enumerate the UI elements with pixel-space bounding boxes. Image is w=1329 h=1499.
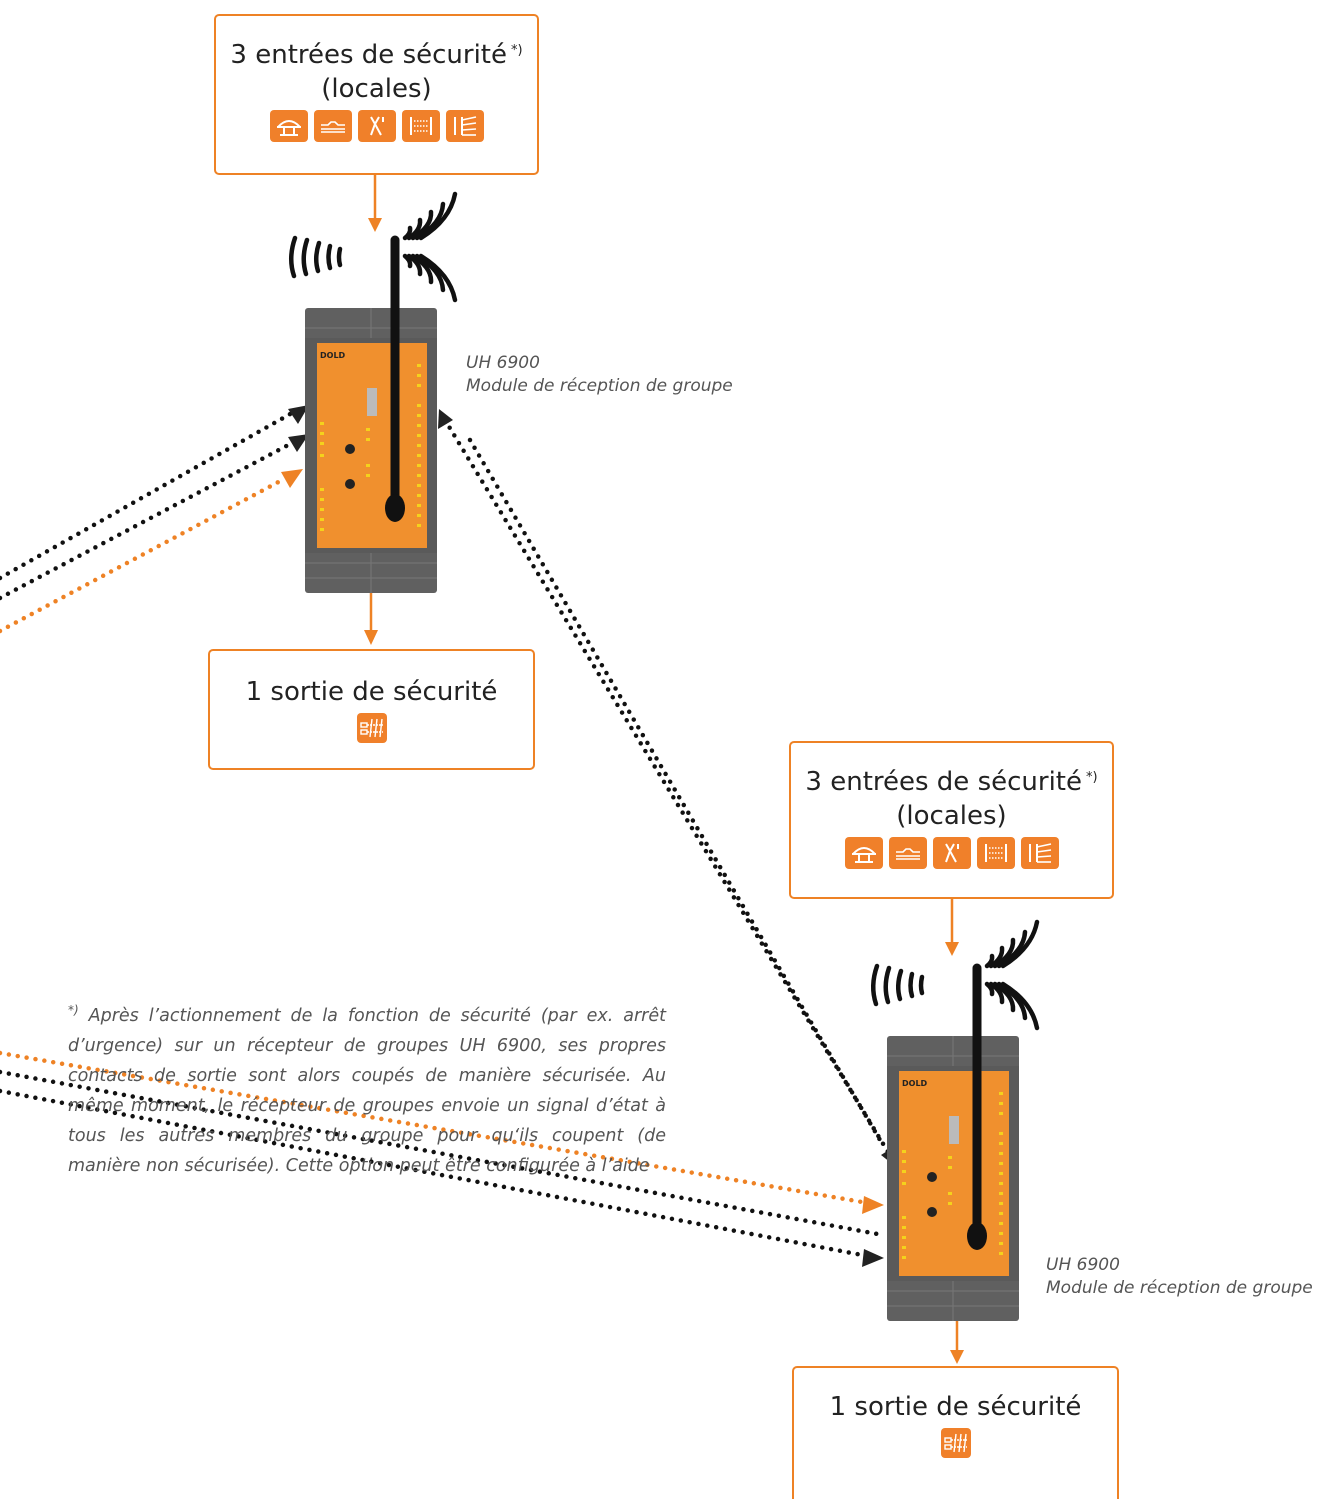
inputs-subtitle: (locales) — [321, 74, 432, 104]
footnote-marker: *) — [68, 1003, 79, 1017]
link-left-bottom-1 — [0, 1069, 886, 1238]
light-grid-icon — [445, 110, 484, 142]
light-curtain-icon — [976, 837, 1015, 869]
output-arrow-bottom-head — [950, 1350, 964, 1364]
input-arrow-top-head — [368, 218, 382, 232]
input-icon-row — [791, 837, 1112, 869]
link-left-top-3 — [0, 476, 287, 634]
top-output-box: 1 sortie de sécurité — [208, 649, 535, 770]
output-title: 1 sortie de sécurité — [829, 1392, 1082, 1422]
e-stop-icon — [844, 837, 883, 869]
link-left-bottom-2 — [0, 1088, 865, 1258]
inputs-title: 3 entrées de sécurité — [230, 40, 507, 70]
device-model: UH 6900 — [466, 353, 540, 373]
top-inputs-box: 3 entrées de sécurité *) (locales) — [214, 14, 539, 175]
radio-waves-icon — [871, 919, 1040, 1031]
output-title: 1 sortie de sécurité — [245, 677, 498, 707]
light-curtain-icon — [401, 110, 440, 142]
door-switch-icon — [932, 837, 971, 869]
safety-mat-icon — [888, 837, 927, 869]
bottom-device-label: UH 6900 Module de réception de groupe — [1046, 1254, 1313, 1300]
bottom-inputs-box: 3 entrées de sécurité *) (locales) — [789, 741, 1114, 899]
top-device-label: UH 6900 Module de réception de groupe — [466, 352, 733, 398]
link-left-bottom-orange — [0, 1050, 865, 1205]
inputs-title: 3 entrées de sécurité — [805, 767, 1082, 797]
link-left-top-1 — [0, 410, 295, 581]
device-description: Module de réception de groupe — [1046, 1278, 1313, 1298]
input-arrow-bottom-head — [945, 942, 959, 956]
output-arrow-top-head — [364, 630, 378, 645]
relay-contact-icon — [356, 713, 387, 743]
input-icon-row — [216, 110, 537, 142]
footnote-marker: *) — [1086, 770, 1098, 785]
door-switch-icon — [357, 110, 396, 142]
link-device-device-2 — [467, 437, 883, 1143]
bottom-device: DOLD — [871, 919, 1040, 1321]
footnote-text: Après l’actionnement de la fonction de s… — [68, 1005, 666, 1176]
footnote-marker: *) — [511, 43, 523, 58]
radio-waves-icon — [289, 191, 458, 303]
device-model: UH 6900 — [1046, 1255, 1120, 1275]
top-device: DOLD — [289, 191, 458, 593]
light-grid-icon — [1020, 837, 1059, 869]
svg-text:DOLD: DOLD — [902, 1079, 928, 1088]
inputs-subtitle: (locales) — [896, 801, 1007, 831]
footnote: *) Après l’actionnement de la fonction d… — [68, 995, 666, 1181]
safety-mat-icon — [313, 110, 352, 142]
bottom-output-box: 1 sortie de sécurité — [792, 1366, 1119, 1499]
relay-contact-icon — [940, 1428, 971, 1458]
device-description: Module de réception de groupe — [466, 376, 733, 396]
svg-text:DOLD: DOLD — [320, 351, 346, 360]
link-left-top-2 — [0, 440, 295, 601]
e-stop-icon — [269, 110, 308, 142]
